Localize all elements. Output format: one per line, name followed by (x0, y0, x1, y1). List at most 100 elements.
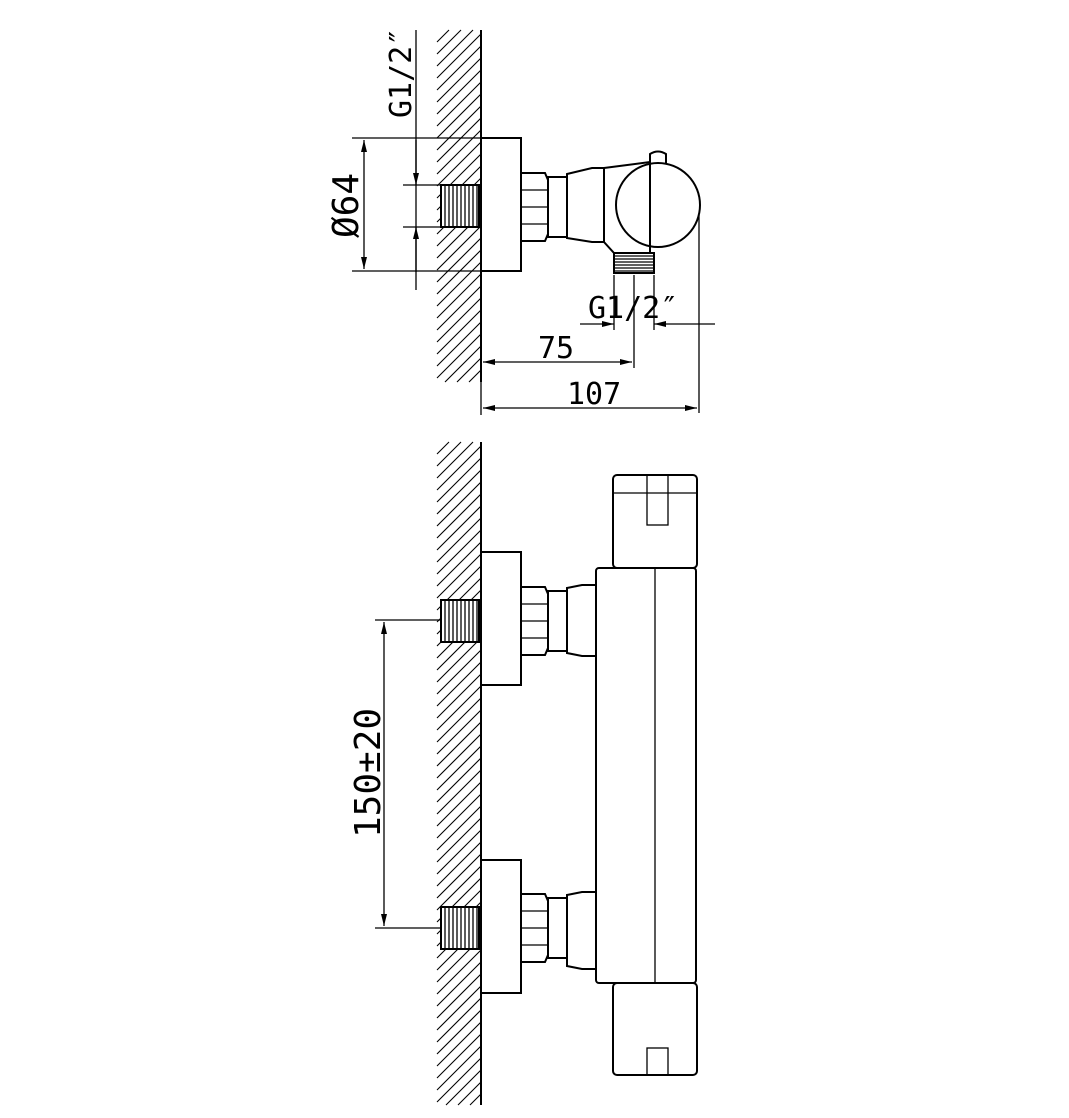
hatch-line (436, 225, 482, 271)
hatch-line (436, 793, 482, 839)
flow-handle-button (646, 1047, 669, 1076)
hatch-line (436, 961, 482, 1007)
hatch-line (436, 649, 482, 695)
hatch-line (436, 445, 482, 491)
hatch-line (436, 553, 482, 599)
hatch-line (436, 261, 482, 307)
hatch-line (436, 93, 482, 139)
hatch-line (436, 117, 482, 163)
nut-side (520, 172, 568, 242)
hatch-line (436, 309, 482, 355)
hatch-line (436, 1057, 482, 1103)
hatch-line (436, 29, 474, 67)
hatch-line (436, 721, 482, 767)
hatch-line (436, 517, 482, 563)
temperature-handle (612, 474, 698, 569)
hatch-line (436, 685, 482, 731)
neck-side (566, 167, 605, 243)
hatch-line (457, 1081, 482, 1106)
dim-outlet-offset: 75 (480, 275, 635, 415)
side-view: G1/2″ Ø64 G1/2″ 75 107 (326, 28, 715, 415)
hatch-line (436, 637, 482, 683)
hatch-line (436, 757, 482, 803)
inlet-thread-side (440, 184, 480, 228)
dim-overall-depth: 107 (483, 215, 700, 413)
hatch-line (436, 529, 482, 575)
dim-label-outlet-offset: 75 (538, 331, 574, 366)
dim-outlet-thread: G1/2″ (580, 275, 715, 330)
hatch-line (445, 1069, 482, 1106)
valve-body-front (595, 474, 698, 1076)
hatch-line (436, 129, 482, 175)
hatch-line (436, 949, 482, 995)
hatch-line (436, 333, 482, 379)
hatch-line (436, 105, 482, 151)
hatch-line (436, 853, 482, 899)
hatch-line (436, 249, 482, 295)
lower-connection (440, 859, 597, 994)
hatch-line (436, 745, 482, 791)
hatch-line (436, 81, 482, 127)
hatch-line (436, 985, 482, 1031)
hatch-line (436, 469, 482, 515)
hatch-line (469, 1093, 482, 1106)
hatch-line (436, 29, 450, 43)
dim-label-overall-depth: 107 (567, 377, 621, 412)
hatch-line (436, 297, 482, 343)
temperature-handle-button (646, 474, 669, 526)
hatch-line (436, 1033, 482, 1079)
hatch-line (436, 505, 482, 551)
hatch-line (436, 817, 482, 863)
hatch-line (436, 805, 482, 851)
hatch-line (436, 285, 482, 331)
hatch-line (436, 1045, 482, 1091)
hatch-line (436, 441, 450, 455)
hatch-line (436, 841, 482, 887)
dim-label-inlet-thread: G1/2″ (384, 28, 419, 118)
hatch-line (436, 697, 482, 743)
hatch-line (436, 45, 482, 91)
hatch-line (436, 57, 482, 103)
hatch-line (436, 481, 482, 527)
hatch-line (468, 369, 482, 383)
dim-label-flange-diameter: Ø64 (326, 173, 367, 238)
hatch-line (436, 441, 462, 467)
dim-label-inlet-spacing: 150±20 (348, 708, 389, 838)
valve-body-side (603, 150, 701, 274)
hatch-line (436, 733, 482, 779)
wall-hatch-bottom (436, 441, 482, 1106)
flow-handle (612, 982, 698, 1076)
hatch-line (436, 1009, 482, 1055)
hatch-line (436, 33, 482, 79)
hatch-line (436, 29, 462, 55)
hatch-line (436, 541, 482, 587)
flange-side (480, 137, 522, 272)
hatch-line (436, 237, 482, 283)
hatch-line (436, 441, 474, 479)
hatch-line (444, 345, 482, 383)
hatch-line (436, 321, 482, 367)
front-view: 150±20 (348, 441, 698, 1106)
hatch-line (436, 829, 482, 875)
dim-label-outlet-thread: G1/2″ (588, 291, 678, 326)
hatch-line (436, 69, 482, 115)
hatch-line (436, 141, 482, 187)
hatch-line (436, 273, 482, 319)
hatch-line (436, 973, 482, 1019)
upper-connection (440, 551, 597, 686)
hatch-line (436, 673, 482, 719)
hatch-line (436, 865, 482, 911)
hatch-line (436, 661, 482, 707)
hatch-line (436, 1021, 482, 1067)
hatch-line (456, 357, 482, 383)
hatch-line (436, 457, 482, 503)
hatch-line (436, 769, 482, 815)
dim-inlet-spacing: 150±20 (348, 619, 441, 929)
hatch-line (436, 493, 482, 539)
dim-flange-diameter: Ø64 (326, 137, 481, 272)
hatch-line (436, 781, 482, 827)
dim-inlet-thread: G1/2″ (384, 28, 441, 290)
hatch-line (436, 997, 482, 1043)
hatch-line (436, 709, 482, 755)
